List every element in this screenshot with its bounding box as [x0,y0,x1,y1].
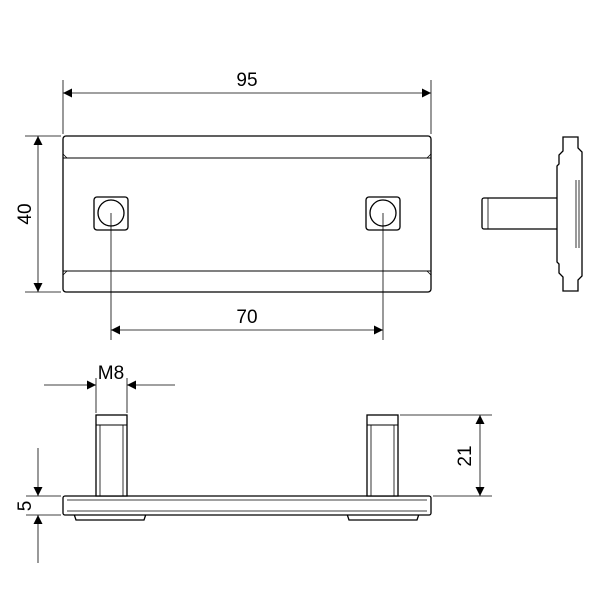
dimension-length: 95 [62,70,432,134]
dimension-plate-thickness-label: 5 [15,501,36,512]
dimension-bolt-height: 21 [400,414,492,497]
top-view [62,414,432,521]
dimension-length-label: 95 [236,70,257,91]
dimension-plate-thickness: 5 [15,448,61,563]
right-stud [366,414,399,497]
base-plate [62,495,432,516]
dimension-hole-spacing: 70 [110,213,384,340]
side-plate-profile [556,136,583,292]
dimension-height-label: 40 [15,203,36,224]
dimension-thread-label: M8 [98,363,124,384]
dimension-hole-spacing-label: 70 [236,307,257,328]
side-view [481,136,583,292]
left-stud [95,414,128,497]
dimension-bolt-height-label: 21 [455,445,476,466]
front-view [62,135,432,293]
dimension-height: 40 [15,135,61,293]
dimension-thread: M8 [44,363,175,413]
plate-outline [62,135,432,293]
